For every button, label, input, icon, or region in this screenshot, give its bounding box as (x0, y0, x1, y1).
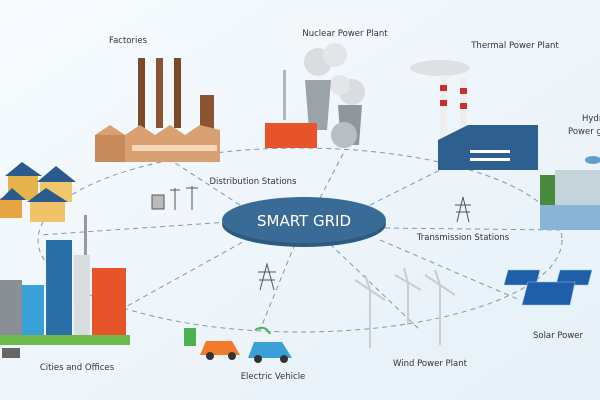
wind-turbines-icon (354, 267, 456, 348)
hub-title: SMART GRID (257, 212, 351, 230)
thermal-plant-icon (410, 60, 538, 170)
label-hydro-line2: Power g (568, 127, 600, 137)
label-hydro-line1: Hydr (582, 114, 600, 124)
label-nuclear: Nuclear Power Plant (302, 29, 388, 39)
label-wind: Wind Power Plant (393, 359, 468, 369)
label-transmission: Transmission Stations (416, 233, 510, 243)
label-factories: Factories (109, 36, 148, 46)
houses-icon (0, 162, 76, 222)
factories-icon (95, 58, 220, 162)
hydro-plant-icon (540, 156, 600, 230)
city-buildings-icon (0, 215, 130, 358)
label-solar: Solar Power (533, 331, 584, 341)
distribution-station-icon (151, 186, 198, 210)
tower-icon (258, 262, 276, 291)
smart-grid-hub: SMART GRID (222, 197, 386, 247)
label-distribution: Distribution Stations (210, 177, 298, 187)
solar-panels-icon (503, 269, 593, 306)
label-cities: Cities and Offices (40, 363, 115, 373)
transmission-tower-icon (455, 196, 471, 223)
electric-vehicles-icon (184, 326, 292, 363)
label-ev: Electric Vehicle (241, 372, 306, 382)
label-thermal: Thermal Power Plant (470, 41, 559, 51)
nuclear-plant-icon (265, 43, 365, 148)
